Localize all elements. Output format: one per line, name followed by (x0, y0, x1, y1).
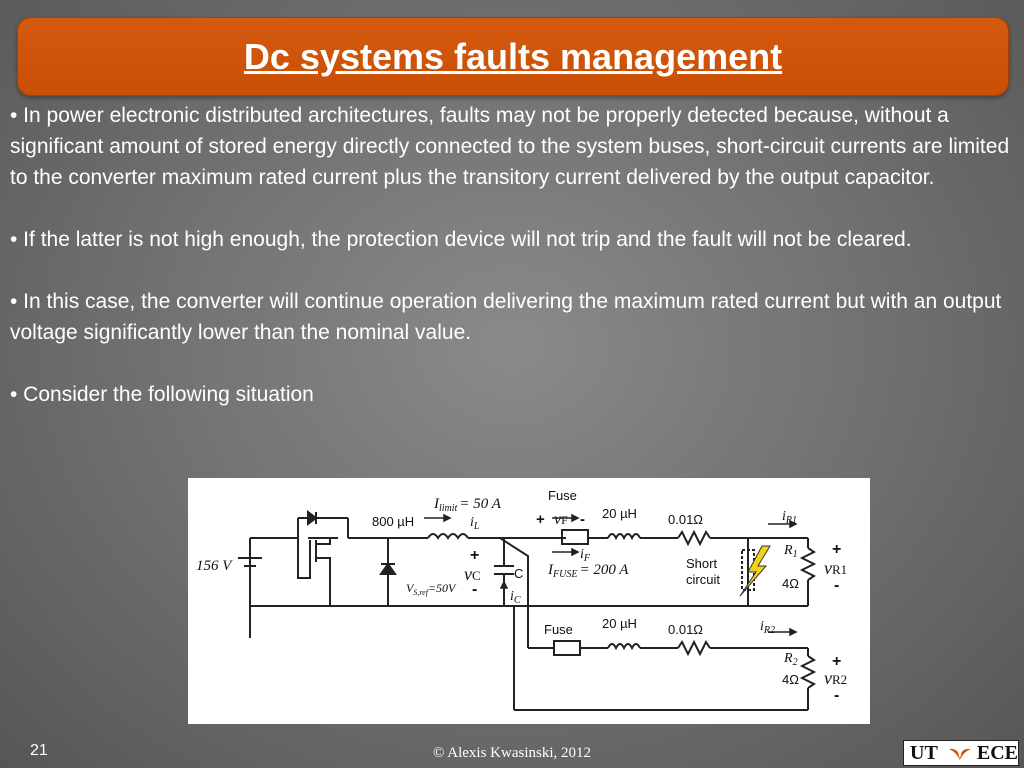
label-vref: VS,ref=50V (406, 581, 457, 597)
label-resistor-l2: 0.01Ω (668, 622, 703, 637)
ut-ece-logo: UT ECE (903, 740, 1019, 766)
copyright: © Alexis Kwasinski, 2012 (432, 745, 592, 761)
label-inductor-b1: 20 µH (602, 506, 637, 521)
bullet-list: • In power electronic distributed archit… (10, 100, 1015, 441)
longhorn-icon (949, 748, 971, 760)
label-fuse-bottom: Fuse (544, 622, 573, 637)
logo-ut: UT (910, 741, 938, 764)
inductor-branch-1 (607, 533, 641, 541)
diode-top (307, 510, 318, 526)
label-vC-minus: - (472, 581, 477, 598)
label-source: 156 V (196, 558, 233, 574)
label-vC-plus: + (470, 547, 479, 564)
lightning-icon (739, 545, 771, 597)
circuit-svg: 156 V 800 µH Ilimit= 50 A iL Fuse + vF -… (196, 488, 847, 711)
label-iL: iL (470, 515, 480, 532)
circuit-diagram: 156 V 800 µH Ilimit= 50 A iL Fuse + vF -… (188, 478, 870, 724)
label-vR1-minus: - (834, 577, 839, 594)
bullet-2: • If the latter is not high enough, the … (10, 228, 912, 251)
label-iC: iC (510, 589, 521, 606)
label-inductor-main: 800 µH (372, 514, 414, 529)
label-iR1: iR1 (782, 509, 797, 526)
inductor-branch-2 (607, 643, 641, 651)
label-vF: vF (554, 511, 568, 528)
label-short-2: circuit (686, 572, 720, 587)
bullet-3: • In this case, the converter will conti… (10, 290, 1002, 344)
label-inductor-b2: 20 µH (602, 616, 637, 631)
resistor-line-1 (677, 529, 711, 547)
label-R2-val: 4Ω (782, 672, 799, 687)
label-ilimit: Ilimit= 50 A (433, 496, 502, 514)
label-fuse-top: Fuse (548, 488, 577, 503)
label-vR2-minus: - (834, 687, 839, 704)
bullet-1: • In power electronic distributed archit… (10, 104, 1010, 189)
label-iR2: iR2 (760, 619, 775, 636)
label-ifuse: IFUSE= 200 A (547, 562, 629, 580)
slide-number: 21 (30, 742, 48, 759)
diode-freewheel (379, 562, 397, 575)
label-iF: iF (580, 547, 591, 564)
bullet-4: • Consider the following situation (10, 383, 314, 406)
label-vR1-plus: + (832, 541, 841, 558)
resistor-line-2 (677, 639, 711, 657)
logo-ece: ECE (976, 741, 1018, 764)
label-cap: C (514, 566, 523, 581)
title-bar: Dc systems faults management (17, 17, 1009, 96)
label-R1-val: 4Ω (782, 576, 799, 591)
label-R1: R1 (783, 543, 798, 560)
label-vR1: vR1 (824, 558, 847, 578)
slide-title: Dc systems faults management (243, 35, 783, 77)
fuse-bottom (553, 640, 581, 656)
label-short-1: Short (686, 556, 717, 571)
inductor-main (427, 533, 469, 540)
resistor-R1 (799, 547, 817, 581)
label-resistor-l1: 0.01Ω (668, 512, 703, 527)
label-vR2-plus: + (832, 653, 841, 670)
label-vR2: vR2 (824, 668, 847, 688)
resistor-R2 (799, 655, 817, 689)
label-vF-minus: - (580, 511, 585, 528)
label-R2: R2 (783, 651, 798, 668)
label-vF-plus: + (536, 511, 545, 528)
label-vC: vC (464, 564, 481, 584)
